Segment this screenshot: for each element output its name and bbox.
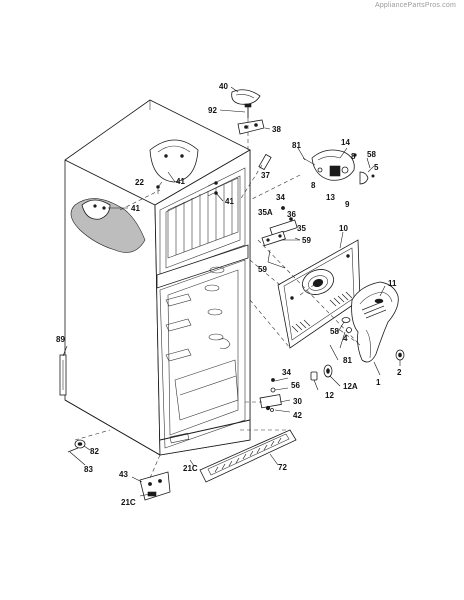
bottom-hinge	[139, 471, 171, 501]
callout-11: 11	[388, 279, 397, 288]
callout-72: 72	[278, 463, 287, 472]
callout-21C: 21C	[121, 498, 136, 507]
callout-59: 59	[302, 236, 311, 245]
callout-13: 13	[326, 193, 335, 202]
callout-10: 10	[339, 224, 348, 233]
callout-22: 22	[135, 178, 144, 187]
callout-41: 41	[176, 177, 185, 186]
switch-parts	[310, 364, 333, 381]
callout-83: 83	[84, 465, 93, 474]
callout-82: 82	[90, 447, 99, 456]
actuator-small-parts	[341, 317, 352, 333]
callout-14: 14	[341, 138, 350, 147]
side-bracket	[59, 354, 67, 396]
callout-41: 41	[131, 204, 140, 213]
callout-42: 42	[293, 411, 302, 420]
dispenser-bezel	[351, 281, 399, 363]
callout-8: 8	[351, 152, 356, 161]
callout-34: 34	[282, 368, 291, 377]
callout-12A: 12A	[343, 382, 358, 391]
callout-81: 81	[292, 141, 301, 150]
callout-8: 8	[311, 181, 316, 190]
callout-30: 30	[293, 397, 302, 406]
callout-59: 59	[258, 265, 267, 274]
callout-38: 38	[272, 125, 281, 134]
kickplate-grille	[199, 429, 297, 483]
lower-hinge-bracket	[259, 378, 282, 412]
callout-5: 5	[374, 163, 379, 172]
dispenser-mount-bracket	[261, 206, 300, 263]
leader-lines	[62, 86, 401, 497]
callout-labels: 40 92 38 81 14 8 58 5 8 13 9 41 37 22 41…	[56, 82, 402, 507]
hinge-pin	[258, 153, 272, 171]
callout-4: 4	[343, 334, 348, 343]
callout-9: 9	[345, 200, 350, 209]
drip-tray-cap	[395, 349, 405, 361]
callout-35A: 35A	[258, 208, 273, 217]
callout-34: 34	[276, 193, 285, 202]
callout-41: 41	[225, 197, 234, 206]
callout-1: 1	[376, 378, 381, 387]
callout-35: 35	[297, 224, 306, 233]
panel-vents	[291, 291, 353, 333]
callout-81: 81	[343, 356, 352, 365]
hinge-screw	[244, 103, 252, 118]
callout-36: 36	[287, 210, 296, 219]
callout-56: 56	[291, 381, 300, 390]
callout-37: 37	[261, 171, 270, 180]
freezer-duct-opening	[149, 139, 199, 183]
top-hinge-cover	[231, 89, 261, 105]
callout-92: 92	[208, 106, 217, 115]
freezer-shelf-grid	[167, 177, 239, 259]
insulation-pad	[70, 198, 146, 253]
watermark-text: AppliancePartsPros.com	[374, 2, 456, 9]
leveling-leg	[67, 439, 86, 453]
callout-58: 58	[367, 150, 376, 159]
top-hinge	[237, 119, 265, 135]
callout-21C: 21C	[183, 464, 198, 473]
explode-lines	[74, 164, 361, 479]
grille-slots	[214, 437, 282, 473]
damper-control-assembly	[302, 149, 375, 185]
callout-58: 58	[330, 327, 339, 336]
callout-40: 40	[219, 82, 228, 91]
callout-12: 12	[325, 391, 334, 400]
callout-89: 89	[56, 335, 65, 344]
refrigerator-cabinet	[64, 99, 251, 456]
callout-43: 43	[119, 470, 128, 479]
callout-2: 2	[397, 368, 402, 377]
